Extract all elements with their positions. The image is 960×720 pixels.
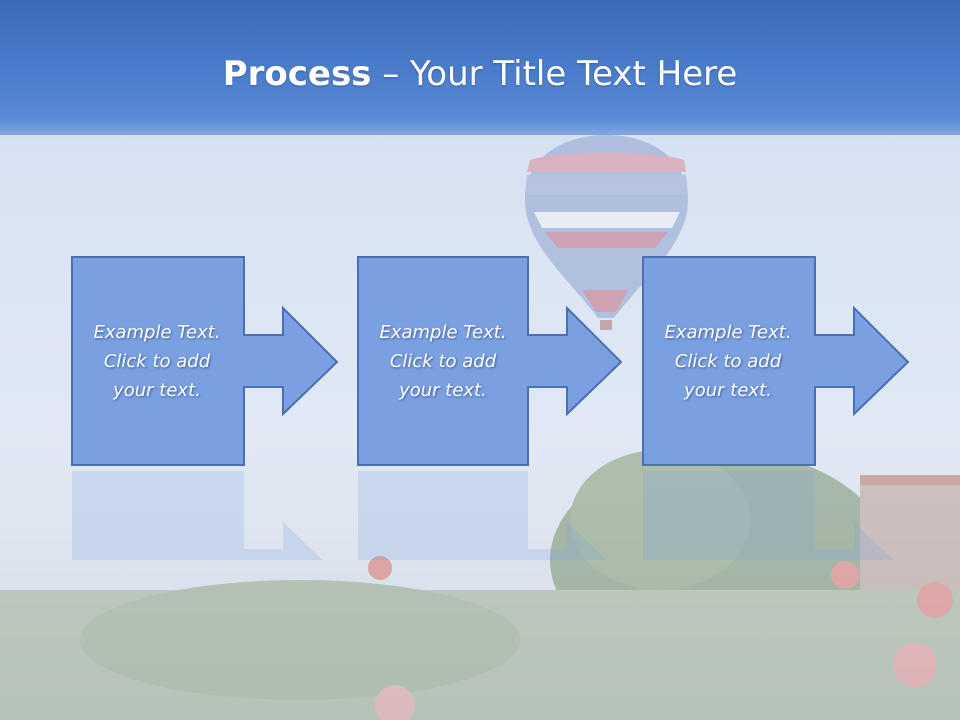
process-step-2[interactable]: Example Text. Click to add your text. xyxy=(357,256,697,466)
process-step-3[interactable]: Example Text. Click to add your text. xyxy=(642,256,960,466)
slide-title[interactable]: Process – Your Title Text Here xyxy=(0,52,960,96)
process-step-3-reflection xyxy=(642,470,960,679)
arrow-box-shape xyxy=(357,256,623,466)
title-rest: – Your Title Text Here xyxy=(371,54,738,94)
step-3-text[interactable]: Example Text. Click to add your text. xyxy=(664,321,792,401)
arrow-box-shape xyxy=(642,256,910,466)
title-bar xyxy=(0,0,960,135)
arrow-box-shape xyxy=(71,256,339,466)
title-bold: Process xyxy=(222,54,372,94)
step-2-text[interactable]: Example Text. Click to add your text. xyxy=(379,321,507,401)
step-1-text[interactable]: Example Text. Click to add your text. xyxy=(93,321,221,401)
process-step-1[interactable]: Example Text. Click to add your text. xyxy=(71,256,411,466)
